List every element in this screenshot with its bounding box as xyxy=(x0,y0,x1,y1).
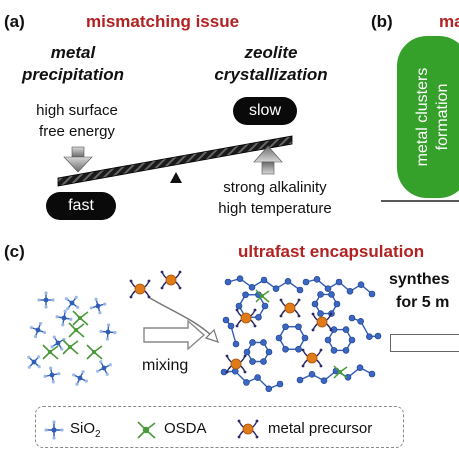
osda-molecule xyxy=(86,344,103,360)
curved-arrow xyxy=(149,297,213,337)
sio2-molecule xyxy=(27,355,41,369)
right-heading-line-1: zeolite xyxy=(244,43,298,62)
panel-b-title: ma xyxy=(439,12,459,31)
zeolite-ring xyxy=(243,339,273,365)
metal-precursor xyxy=(129,279,151,299)
sio2-molecule xyxy=(72,370,88,386)
mixing-label: mixing xyxy=(142,357,189,374)
panel-c-label: (c) xyxy=(4,242,25,261)
zeolite-ring xyxy=(275,323,309,353)
zeolite-chain xyxy=(348,314,382,340)
osda-molecules-left xyxy=(42,310,103,360)
legend-sio2-icon xyxy=(44,420,64,440)
sio2-subscript: 2 xyxy=(95,429,101,440)
down-arrow xyxy=(63,146,93,173)
metal-precursor xyxy=(235,308,257,328)
sio2-molecule xyxy=(99,323,117,341)
legend-osda-label: OSDA xyxy=(164,420,207,437)
zeolite-crystallization-heading: zeolite crystallization xyxy=(196,42,346,86)
panel-c-title: ultrafast encapsulation xyxy=(238,242,425,261)
mixing-arrow xyxy=(143,319,206,351)
zeolite-ring xyxy=(311,291,341,317)
condition-box xyxy=(390,334,459,352)
sio2-text: SiO xyxy=(70,420,96,437)
lever-beam xyxy=(57,135,293,187)
metal-clusters-text: metal clusters formation xyxy=(413,68,453,167)
up-arrow xyxy=(253,145,283,175)
osda-molecule xyxy=(255,289,270,303)
metal-precursor-pair xyxy=(129,270,182,299)
zeolite-ring xyxy=(324,326,356,354)
right-desc-line-1: strong alkalinity xyxy=(223,179,327,196)
metal-precipitation-heading: metal precipitation xyxy=(10,42,136,86)
left-description: high surface free energy xyxy=(14,100,140,142)
box-line-2: formation xyxy=(434,83,451,151)
sio2-molecule xyxy=(55,309,73,327)
zeolite-network xyxy=(220,275,382,393)
sio2-molecules-left xyxy=(27,291,117,386)
sio2-molecule xyxy=(89,297,107,315)
fast-badge: fast xyxy=(46,192,116,220)
metal-clusters-box xyxy=(397,36,459,198)
slow-badge: slow xyxy=(233,97,297,125)
metal-precursor xyxy=(237,419,259,439)
zeolite-chain xyxy=(220,367,284,393)
metal-precursor xyxy=(279,298,301,318)
right-desc-line-2: high temperature xyxy=(218,200,332,217)
left-desc-line-1: high surface xyxy=(36,102,118,119)
sio2-molecule xyxy=(50,335,66,351)
legend-sio2-label: SiO2 xyxy=(70,420,101,440)
box-line-1: metal clusters xyxy=(414,67,431,167)
left-heading-line-1: metal xyxy=(50,43,96,62)
zeolite-chain xyxy=(224,275,304,294)
panel-a-title: mismatching issue xyxy=(86,12,240,31)
sio2-molecule xyxy=(64,295,80,311)
osda-molecule xyxy=(42,344,59,360)
sio2-molecule xyxy=(96,360,112,376)
sio2-molecule xyxy=(43,366,61,384)
legend-box xyxy=(35,406,404,448)
osda-molecule xyxy=(62,339,79,355)
sio2-molecule xyxy=(37,291,55,309)
left-heading-line-2: precipitation xyxy=(21,65,124,84)
metal-precursor xyxy=(225,354,247,374)
metal-precursor xyxy=(311,312,333,332)
fulcrum-triangle xyxy=(170,172,182,183)
zeolite-chain xyxy=(302,276,376,298)
metal-precursor xyxy=(160,270,182,290)
right-heading-line-2: crystallization xyxy=(214,65,328,84)
left-desc-line-2: free energy xyxy=(39,123,115,140)
zeolite-chain xyxy=(222,316,240,348)
synthesis-line-1: synthes xyxy=(389,271,450,288)
right-description: strong alkalinity high temperature xyxy=(192,177,358,219)
synthesis-line-2: for 5 m xyxy=(396,294,450,311)
legend-osda-icon xyxy=(137,421,156,439)
osda-molecule xyxy=(72,310,89,326)
panel-b-label: (b) xyxy=(371,12,393,31)
legend-metal-label: metal precursor xyxy=(268,420,373,437)
curved-arrow-head xyxy=(204,328,219,343)
metal-precursor xyxy=(301,348,323,368)
panel-a-label: (a) xyxy=(4,12,25,31)
legend-metal-icon xyxy=(237,419,259,439)
osda-molecule xyxy=(68,322,85,338)
sio2-molecule xyxy=(29,321,47,339)
osda-molecule xyxy=(333,365,348,379)
